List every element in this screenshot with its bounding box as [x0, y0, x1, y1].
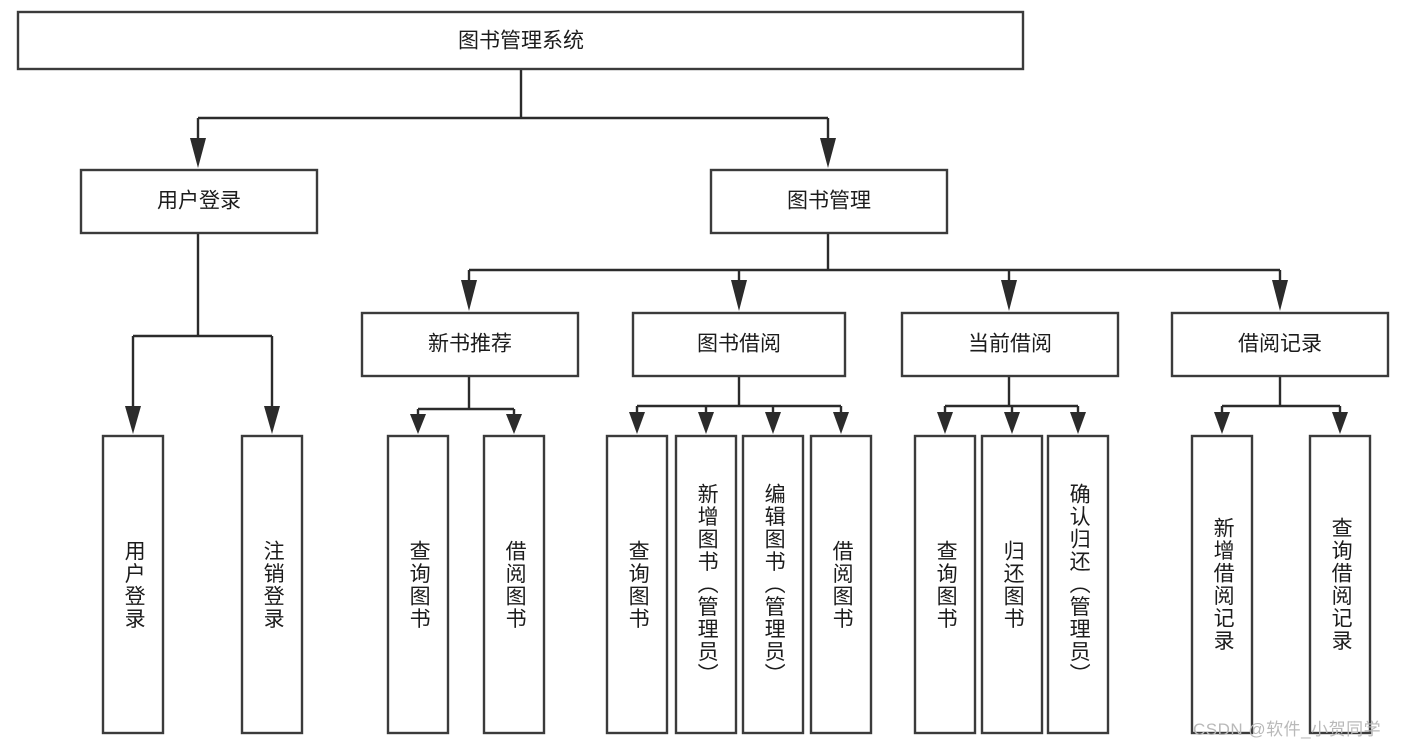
node-box-leaf-user-login[interactable]	[101, 434, 165, 735]
node-label-book-manage: 图书管理	[787, 190, 871, 213]
connector-group-root	[190, 70, 836, 168]
arrow-head-leaf-add-borrow-record	[1214, 412, 1230, 434]
node-box-leaf-logout-login[interactable]	[240, 434, 304, 735]
node-box-leaf-add-book[interactable]	[674, 434, 738, 735]
arrow-head-leaf-add-book	[698, 412, 714, 434]
node-label-user-login: 用户登录	[157, 190, 241, 213]
arrow-head-leaf-return-book	[1004, 412, 1020, 434]
csdn-watermark: CSDN @软件_小贺同学	[1193, 720, 1382, 739]
node-box-leaf-query-book-1[interactable]	[386, 434, 450, 735]
arrow-head-leaf-edit-book	[765, 412, 781, 434]
node-box-book-manage[interactable]	[709, 168, 949, 235]
connector-group-book-borrow	[629, 376, 849, 434]
node-label-book-borrow: 图书借阅	[697, 333, 781, 356]
node-box-book-borrow[interactable]	[631, 311, 847, 378]
connector-group-current-borrow	[937, 376, 1086, 434]
arrow-head-book-borrow	[731, 280, 747, 311]
node-box-leaf-borrow-book-1[interactable]	[482, 434, 546, 735]
node-box-leaf-query-book-2[interactable]	[605, 434, 669, 735]
arrow-head-leaf-logout-login	[264, 406, 280, 434]
arrow-head-current-borrow	[1001, 280, 1017, 311]
arrow-head-new-book-recommend	[461, 280, 477, 311]
arrow-head-leaf-borrow-book-2	[833, 412, 849, 434]
node-box-new-book-recommend[interactable]	[360, 311, 580, 378]
node-box-leaf-return-book[interactable]	[980, 434, 1044, 735]
arrow-head-borrow-record	[1272, 280, 1288, 311]
node-box-leaf-confirm-return[interactable]	[1046, 434, 1110, 735]
node-box-root[interactable]	[16, 10, 1025, 71]
connector-group-borrow-record	[1214, 376, 1348, 434]
node-label-current-borrow: 当前借阅	[968, 333, 1052, 356]
connector-group-new-book-recommend	[410, 376, 522, 434]
node-box-borrow-record[interactable]	[1170, 311, 1390, 378]
arrow-head-book-manage	[820, 138, 836, 168]
node-box-leaf-query-borrow-record[interactable]	[1308, 434, 1372, 735]
node-box-leaf-borrow-book-2[interactable]	[809, 434, 873, 735]
arrow-head-leaf-borrow-book-1	[506, 414, 522, 434]
node-box-current-borrow[interactable]	[900, 311, 1120, 378]
node-label-new-book-recommend: 新书推荐	[428, 333, 512, 356]
arrow-head-leaf-query-book-1	[410, 414, 426, 434]
connector-group-book-manage	[461, 233, 1288, 311]
arrow-head-leaf-query-borrow-record	[1332, 412, 1348, 434]
arrow-head-leaf-confirm-return	[1070, 412, 1086, 434]
arrow-head-leaf-query-book-3	[937, 412, 953, 434]
node-label-borrow-record: 借阅记录	[1238, 333, 1322, 356]
node-box-leaf-add-borrow-record[interactable]	[1190, 434, 1254, 735]
connector-group-user-login	[125, 233, 280, 434]
arrow-head-leaf-query-book-2	[629, 412, 645, 434]
node-label-root: 图书管理系统	[458, 30, 584, 53]
node-box-leaf-query-book-3[interactable]	[913, 434, 977, 735]
arrow-head-leaf-user-login	[125, 406, 141, 434]
node-box-user-login[interactable]	[79, 168, 319, 235]
node-box-leaf-edit-book[interactable]	[741, 434, 805, 735]
arrow-head-user-login	[190, 138, 206, 168]
